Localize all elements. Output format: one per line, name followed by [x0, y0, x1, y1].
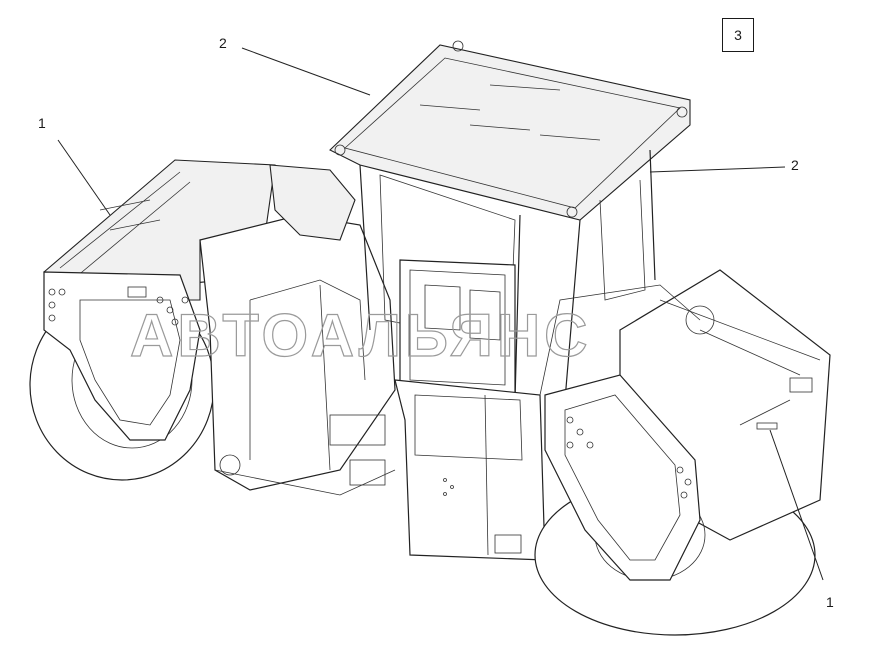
engine-hood	[199, 164, 396, 496]
chassis	[394, 379, 546, 561]
callout-right-drum-frame: 1	[826, 594, 834, 610]
callout-cab-roof: 2	[219, 35, 227, 51]
left-drum-frame	[43, 159, 276, 441]
sheet-number: 3	[734, 27, 742, 43]
callout-cab-side: 2	[791, 157, 799, 173]
leader-lines	[57, 47, 824, 581]
operator-cab	[329, 40, 691, 401]
right-drum-frame	[539, 284, 715, 581]
watermark: АВТОАЛЬЯНС	[130, 302, 592, 369]
callout-left-drum-frame: 1	[38, 115, 46, 131]
sheet-number-box: 3	[722, 18, 754, 52]
